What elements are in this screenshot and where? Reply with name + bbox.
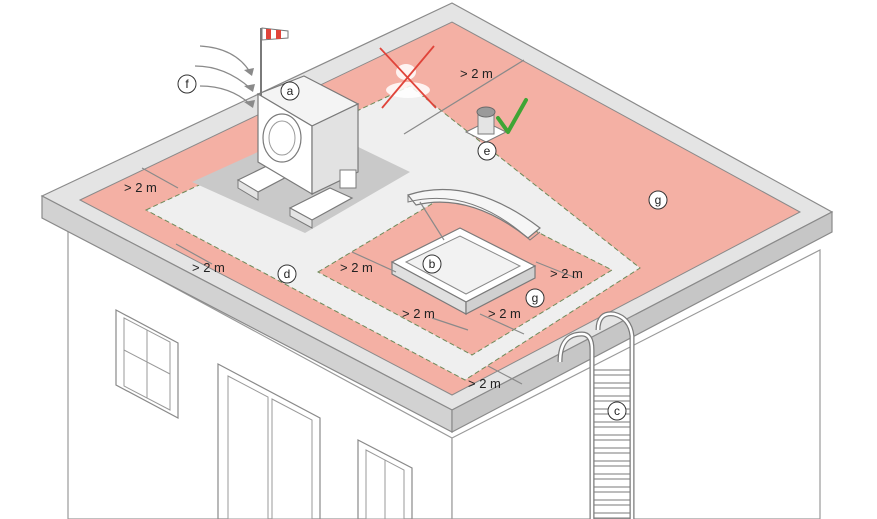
callout-g-skylight: g	[525, 288, 545, 308]
windsock-icon	[261, 27, 289, 41]
roof-vent	[464, 98, 528, 143]
dimension-label-roof-edge-vent: > 2 m	[460, 66, 493, 81]
dimension-lines	[141, 59, 577, 385]
svg-text:e: e	[484, 144, 491, 158]
callout-f: f	[177, 74, 197, 94]
svg-text:f: f	[185, 77, 189, 91]
forbidden-position	[379, 45, 437, 109]
dimension-label-skylight-left: > 2 m	[340, 260, 373, 275]
building-front-wall	[67, 228, 453, 519]
ladder-rung	[593, 434, 631, 441]
svg-text:b: b	[429, 257, 436, 271]
callout-a: a	[280, 81, 300, 101]
ladder-rung	[593, 421, 631, 428]
wind-arrows	[194, 45, 255, 108]
cross-mark-icon	[379, 45, 437, 109]
roof-rim-side	[451, 211, 833, 433]
windsock	[260, 27, 289, 96]
ladder-rung	[593, 382, 631, 389]
building	[67, 228, 821, 519]
dimension-label-skylight-front-left: > 2 m	[402, 306, 435, 321]
window-right	[357, 439, 413, 519]
ladder-rung	[593, 395, 631, 402]
svg-text:d: d	[284, 267, 291, 281]
svg-text:g: g	[655, 193, 662, 207]
window-left	[115, 309, 179, 419]
check-mark-icon	[496, 98, 528, 134]
svg-text:c: c	[614, 404, 620, 418]
dimension-label-left-edge: > 2 m	[124, 180, 157, 195]
ladder	[557, 311, 635, 519]
callout-c: c	[607, 401, 627, 421]
callout-b: b	[422, 254, 442, 274]
callout-e: e	[477, 141, 497, 161]
ladder-rung	[593, 460, 631, 467]
callout-d: d	[277, 264, 297, 284]
door-window	[217, 363, 321, 519]
svg-text:a: a	[287, 84, 294, 98]
ladder-rung	[593, 499, 631, 506]
svg-text:g: g	[532, 291, 539, 305]
ladder-rung	[593, 512, 631, 519]
dimension-label-ladder: > 2 m	[468, 376, 501, 391]
dimension-label-skylight-right: > 2 m	[550, 266, 583, 281]
ladder-rung	[593, 369, 631, 376]
dimension-label-front-edge: > 2 m	[192, 260, 225, 275]
callouts: a b c d e f g g	[177, 74, 668, 421]
ladder-rung	[593, 447, 631, 454]
ladder-rung	[593, 486, 631, 493]
ladder-rung	[593, 473, 631, 480]
dimension-label-skylight-front-right: > 2 m	[488, 306, 521, 321]
callout-g-roof: g	[648, 190, 668, 210]
skylight	[390, 189, 541, 316]
building-side-wall	[451, 249, 821, 519]
